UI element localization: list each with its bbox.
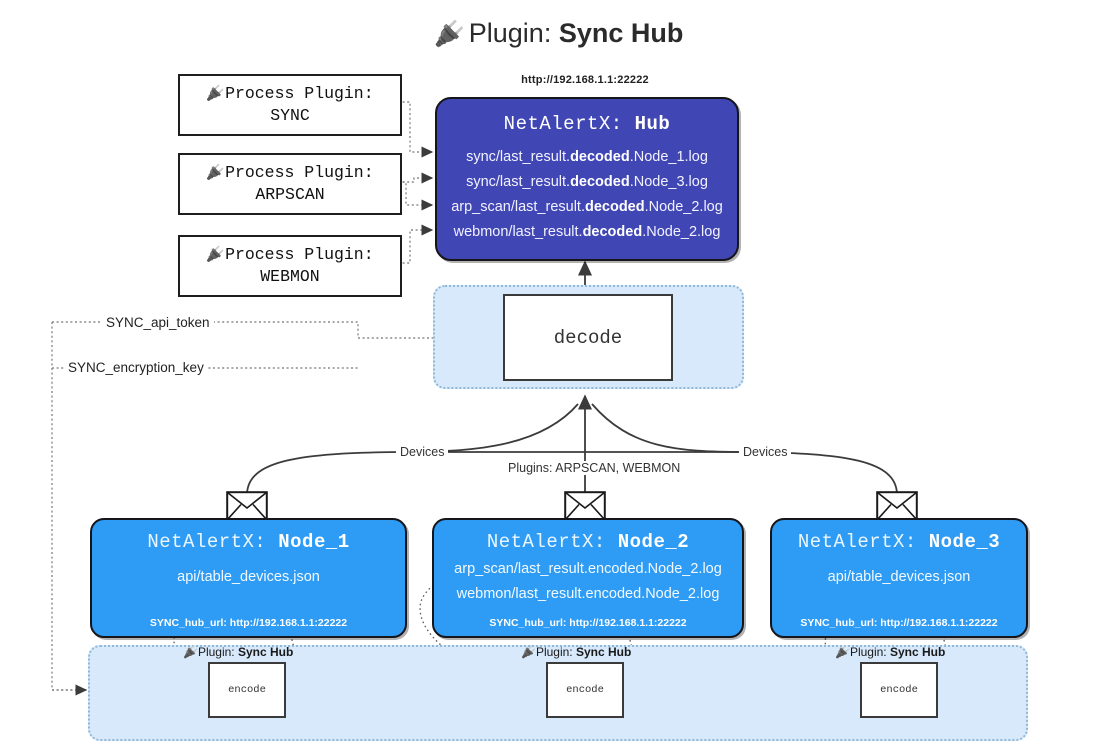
- plug-icon: 🔌: [206, 163, 226, 182]
- process-plugin-line1: 🔌Process Plugin:: [206, 163, 374, 183]
- env-api-token-label: SYNC_api_token: [102, 315, 214, 330]
- env-encryption-key-label: SYNC_encryption_key: [64, 360, 208, 375]
- plug-icon: 🔌: [206, 245, 226, 264]
- encode-box-2[interactable]: encode: [546, 662, 624, 718]
- node-title: NetAlertX: Node_2: [486, 531, 690, 553]
- envelope-icon: [226, 491, 268, 521]
- plug-icon: 🔌: [183, 645, 198, 659]
- node-card-node-3[interactable]: NetAlertX: Node_3 api/table_devices.json…: [770, 518, 1028, 638]
- node-foot: SYNC_hub_url: http://192.168.1.1:22222: [149, 617, 348, 629]
- hub-log-line: sync/last_result.decoded.Node_1.log: [466, 149, 708, 165]
- node-line: api/table_devices.json: [177, 569, 320, 585]
- encoder-plugin-label-1: 🔌Plugin: Sync Hub: [183, 645, 294, 659]
- hub-node[interactable]: NetAlertX: Hub sync/last_result.decoded.…: [435, 97, 739, 261]
- hub-url: http://192.168.1.1:22222: [521, 74, 649, 86]
- process-plugin-line1: 🔌Process Plugin:: [206, 84, 374, 104]
- edge-label-devices-right: Devices: [739, 445, 792, 459]
- edge-label-devices-left: Devices: [396, 445, 449, 459]
- hub-log-line: webmon/last_result.decoded.Node_2.log: [453, 224, 721, 240]
- hub-log-line: arp_scan/last_result.decoded.Node_2.log: [451, 199, 723, 215]
- node-foot: SYNC_hub_url: http://192.168.1.1:22222: [489, 617, 687, 629]
- node-foot: SYNC_hub_url: http://192.168.1.1:22222: [800, 617, 998, 629]
- node-line: api/table_devices.json: [827, 569, 971, 585]
- title-prefix: Plugin:: [468, 18, 552, 48]
- node-card-node-2[interactable]: NetAlertX: Node_2 arp_scan/last_result.e…: [432, 518, 744, 638]
- envelope-icon: [876, 491, 918, 521]
- node-title: NetAlertX: Node_1: [147, 531, 350, 553]
- node-line: webmon/last_result.encoded.Node_2.log: [456, 586, 720, 602]
- node-title: NetAlertX: Node_3: [797, 531, 1001, 553]
- decode-box[interactable]: decode: [503, 294, 673, 381]
- encode-box-3[interactable]: encode: [860, 662, 938, 718]
- encoder-plugin-label-2: 🔌Plugin: Sync Hub: [521, 645, 632, 659]
- node-line: arp_scan/last_result.encoded.Node_2.log: [454, 561, 722, 577]
- process-plugin-sync[interactable]: 🔌Process Plugin: SYNC: [178, 74, 402, 136]
- process-plugin-line1: 🔌Process Plugin:: [206, 245, 374, 265]
- process-plugin-webmon[interactable]: 🔌Process Plugin: WEBMON: [178, 235, 402, 297]
- edge-label-plugins-center: Plugins: ARPSCAN, WEBMON: [504, 461, 685, 475]
- hub-log-list: sync/last_result.decoded.Node_1.log sync…: [437, 145, 737, 245]
- plug-icon: 🔌: [433, 20, 465, 48]
- plug-icon: 🔌: [206, 84, 226, 103]
- process-plugin-name: ARPSCAN: [255, 185, 325, 204]
- node-card-node-1[interactable]: NetAlertX: Node_1 api/table_devices.json…: [90, 518, 407, 638]
- title-name: Sync Hub: [558, 18, 684, 48]
- process-plugin-name: WEBMON: [260, 267, 320, 286]
- encode-box-1[interactable]: encode: [208, 662, 286, 718]
- page-title: 🔌Plugin: Sync Hub: [0, 18, 1117, 49]
- envelope-icon: [564, 491, 606, 521]
- plug-icon: 🔌: [835, 645, 850, 659]
- process-plugin-arpscan[interactable]: 🔌Process Plugin: ARPSCAN: [178, 153, 402, 215]
- process-plugin-name: SYNC: [270, 106, 310, 125]
- plug-icon: 🔌: [521, 645, 536, 659]
- hub-log-line: sync/last_result.decoded.Node_3.log: [466, 174, 708, 190]
- hub-title: NetAlertX: Hub: [503, 113, 671, 135]
- encoder-plugin-label-3: 🔌Plugin: Sync Hub: [835, 645, 946, 659]
